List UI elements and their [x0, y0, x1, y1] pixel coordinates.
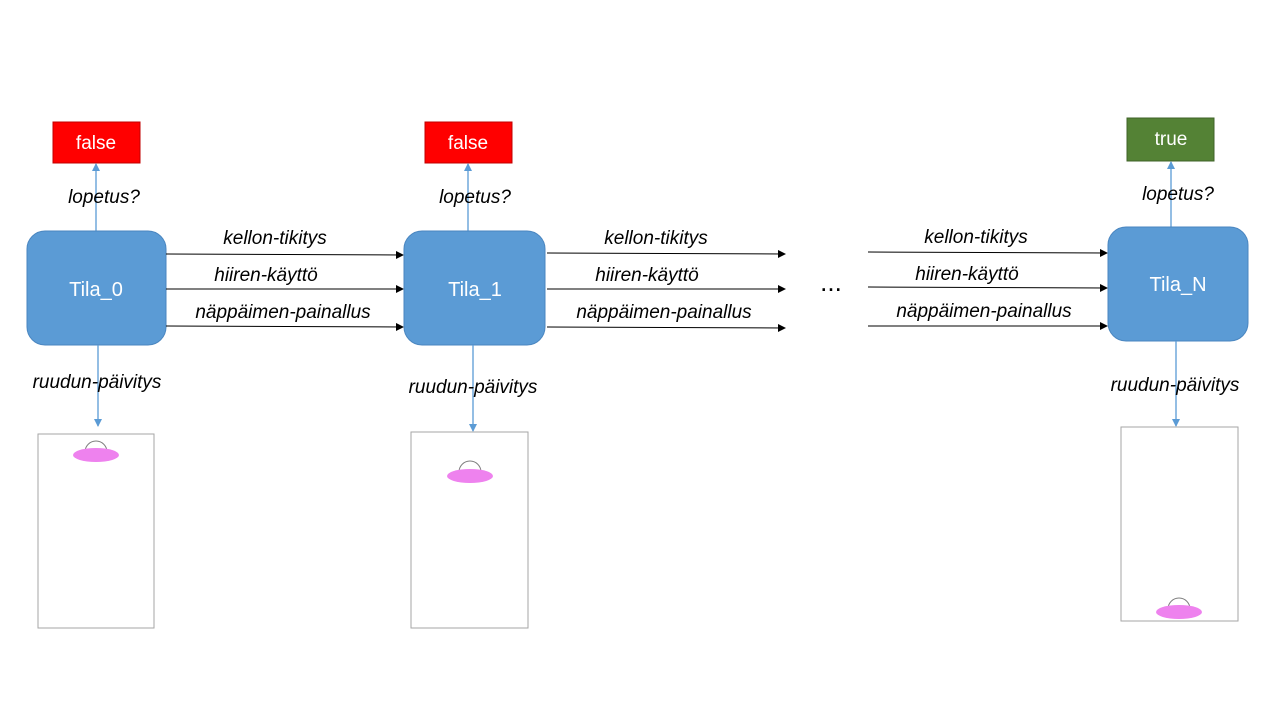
ufo-dome-0	[84, 440, 108, 453]
ufo-dome-1	[458, 460, 482, 473]
state-group-1: false lopetus? Tila_1 ruudun-päivitys	[403, 121, 546, 629]
render-label-1: ruudun-päivitys	[409, 377, 538, 398]
mouse-label-0-1: hiiren-käyttö	[214, 265, 318, 286]
query-label-n: lopetus?	[1142, 184, 1214, 205]
tick-arrow-n	[867, 248, 1108, 257]
state-label-1: Tila_1	[448, 279, 502, 301]
result-label-0: false	[76, 133, 116, 154]
query-label-1: lopetus?	[439, 187, 511, 208]
ufo-body-n	[1156, 605, 1202, 619]
state-node-n	[1107, 226, 1249, 342]
tick-arrow-1-n	[546, 249, 786, 258]
screen-1	[410, 431, 529, 629]
key-arrow-0-1	[165, 322, 404, 331]
tick-label-1-n: kellon-tikitys	[604, 228, 708, 249]
mouse-label-1-n: hiiren-käyttö	[595, 265, 699, 286]
key-arrow-1-n	[546, 323, 786, 332]
event-arrows-n: kellon-tikitys hiiren-käyttö näppäimen-p…	[867, 227, 1108, 330]
screen-n	[1120, 426, 1239, 622]
key-label-0-1: näppäimen-painallus	[195, 302, 371, 323]
render-label-n: ruudun-päivitys	[1111, 375, 1240, 396]
key-label-1-n: näppäimen-painallus	[576, 302, 752, 323]
state-group-n: true lopetus? Tila_N ruudun-päivitys	[1107, 117, 1249, 622]
event-arrows-0-1: kellon-tikitys hiiren-käyttö näppäimen-p…	[165, 228, 404, 331]
result-box-0	[52, 121, 141, 164]
result-label-1: false	[448, 133, 488, 154]
state-label-0: Tila_0	[69, 279, 123, 301]
state-node-0	[26, 230, 167, 346]
state-node-1	[403, 230, 546, 346]
tick-arrow-0-1	[165, 250, 404, 259]
state-label-n: Tila_N	[1149, 274, 1206, 296]
tick-label-0-1: kellon-tikitys	[223, 228, 327, 249]
result-label-n: true	[1155, 129, 1188, 150]
ufo-body-0	[73, 448, 119, 462]
tick-label-n: kellon-tikitys	[924, 227, 1028, 248]
ellipsis: ...	[820, 267, 842, 297]
ufo-dome-n	[1167, 597, 1191, 610]
mouse-arrow-n	[867, 283, 1108, 292]
key-label-n: näppäimen-painallus	[896, 301, 1072, 322]
result-box-1	[424, 121, 513, 164]
result-box-n	[1126, 117, 1215, 162]
state-group-0: false lopetus? Tila_0 ruudun-päivitys	[26, 121, 167, 629]
render-label-0: ruudun-päivitys	[33, 372, 162, 393]
mouse-label-n: hiiren-käyttö	[915, 264, 1019, 285]
query-label-0: lopetus?	[68, 187, 140, 208]
ufo-body-1	[447, 469, 493, 483]
screen-0	[37, 433, 155, 629]
event-arrows-1-n: kellon-tikitys hiiren-käyttö näppäimen-p…	[546, 228, 786, 332]
